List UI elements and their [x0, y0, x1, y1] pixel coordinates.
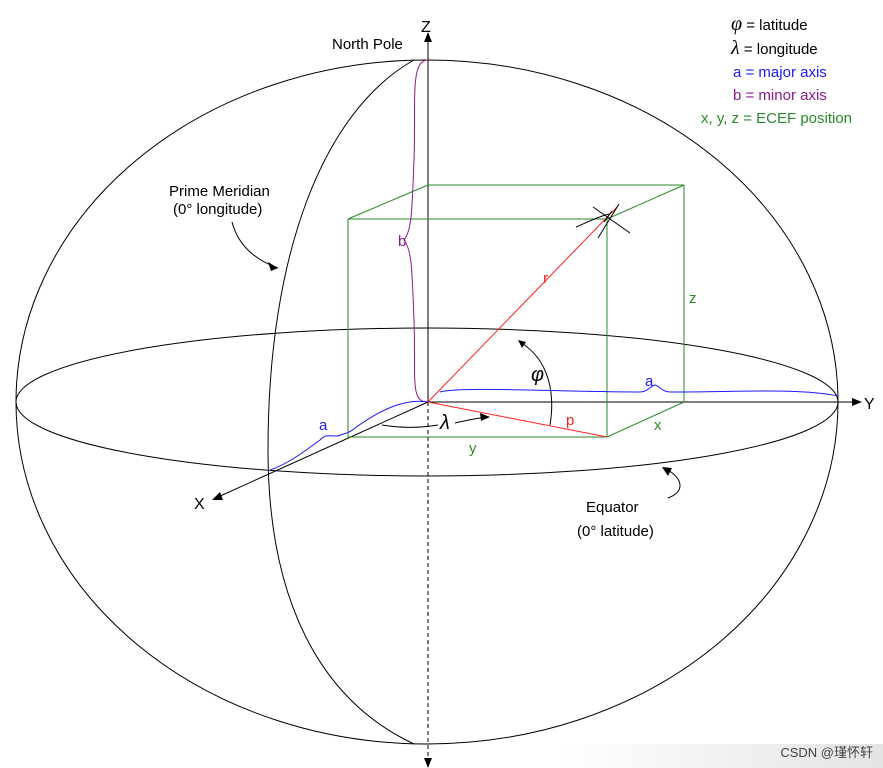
p-vector — [427, 401, 608, 438]
z-axis-bottom-arrowhead — [424, 758, 432, 768]
a-left-label: a — [319, 417, 328, 434]
position-marker — [575, 203, 631, 239]
longitude-arrowhead — [480, 413, 490, 421]
equator-label: Equator — [586, 499, 639, 516]
phi-label: φ — [531, 364, 544, 386]
equator-arrow — [667, 469, 681, 499]
watermark: CSDN @瑾怀轩 — [780, 745, 873, 760]
legend-minor-axis: b = minor axis — [733, 87, 827, 104]
prime-meridian-curve — [267, 59, 415, 745]
watermark-background — [560, 744, 883, 768]
equator-arrowhead — [662, 467, 672, 476]
north-pole-label: North Pole — [332, 36, 403, 53]
minor-axis-brace — [403, 59, 429, 403]
legend-major-axis: a = major axis — [733, 64, 827, 81]
z-axis-arrowhead — [424, 32, 432, 42]
prime-meridian-arrowhead — [268, 262, 278, 271]
y-axis-label: Y — [864, 396, 875, 413]
a-right-label: a — [645, 373, 654, 390]
y-axis-arrowhead — [852, 398, 862, 406]
y-label: y — [469, 440, 477, 457]
prime-meridian-sublabel: (0° longitude) — [173, 201, 262, 218]
x-label: x — [654, 417, 662, 434]
major-axis-brace-left — [269, 400, 429, 471]
r-label: r — [543, 270, 548, 287]
legend: φ = latitude λ = longitude a = major axi… — [701, 13, 852, 127]
major-axis-brace-right — [439, 384, 839, 397]
lambda-label: λ — [439, 412, 450, 434]
prime-meridian-label: Prime Meridian — [169, 183, 270, 200]
ecef-box — [347, 184, 685, 438]
x-axis-arrowhead — [212, 492, 223, 500]
z-axis-label: Z — [421, 19, 431, 36]
latitude-arc — [519, 341, 553, 426]
longitude-arc — [381, 424, 439, 428]
z-label: z — [689, 290, 697, 307]
legend-ecef-position: x, y, z = ECEF position — [701, 110, 852, 127]
b-label: b — [398, 233, 406, 250]
x-axis-label: X — [194, 496, 205, 513]
legend-latitude: φ = latitude — [731, 13, 808, 35]
x-axis — [217, 401, 429, 498]
legend-longitude: λ = longitude — [730, 37, 818, 59]
equator-sublabel: (0° latitude) — [577, 523, 654, 540]
latitude-arrowhead — [518, 340, 526, 348]
r-vector — [427, 205, 619, 403]
p-label: p — [566, 412, 574, 429]
prime-meridian-arrow — [231, 221, 279, 269]
